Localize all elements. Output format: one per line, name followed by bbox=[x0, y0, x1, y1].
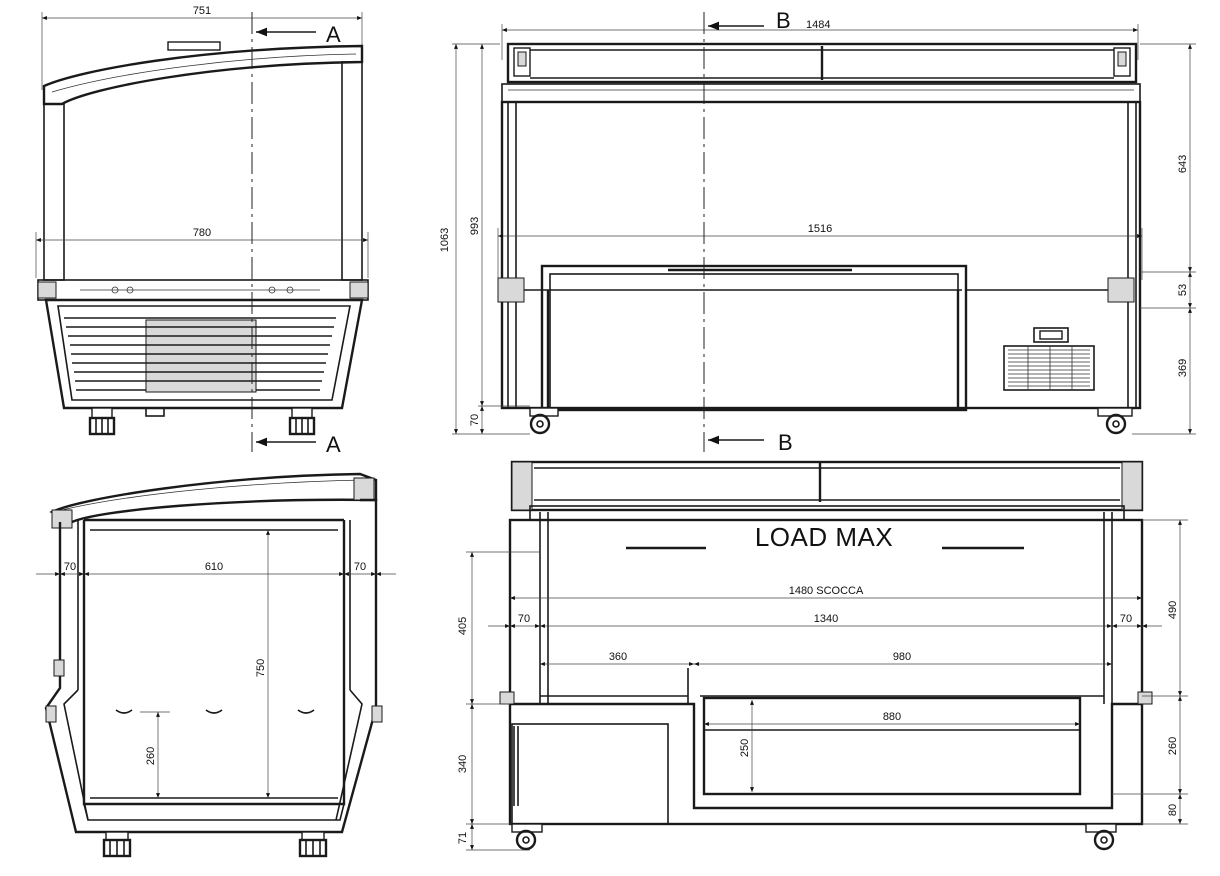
dim-80-label: 80 bbox=[1167, 804, 1179, 816]
dim-250: 250 bbox=[739, 700, 754, 792]
dim-369-label: 369 bbox=[1177, 359, 1189, 377]
section-b-lid bbox=[510, 460, 1144, 512]
dim-1516: 1516 bbox=[497, 223, 1143, 280]
front-cabinet bbox=[500, 100, 1142, 410]
section-b-body bbox=[508, 518, 1144, 826]
front-thermostat bbox=[1033, 327, 1069, 343]
section-a-caster-left bbox=[102, 831, 132, 858]
dim-980: 980 bbox=[893, 651, 911, 663]
front-caster-left bbox=[529, 407, 559, 435]
section-a-caster-right bbox=[298, 831, 328, 858]
section-a-lid bbox=[49, 472, 378, 524]
section-a-liner bbox=[82, 520, 346, 806]
dim-780-label: 780 bbox=[193, 227, 211, 239]
load-max-label: LOAD MAX bbox=[755, 522, 893, 552]
section-b-basket bbox=[702, 696, 1082, 796]
dim-750-label: 750 bbox=[255, 659, 267, 677]
dim-750: 750 bbox=[255, 530, 270, 798]
dim-250-label: 250 bbox=[739, 739, 751, 757]
dim-1340: 1340 bbox=[814, 613, 838, 625]
side-caster-right bbox=[288, 407, 316, 436]
front-section: LOAD MAX 1480 SCOCCA 70 1340 70 360 980 bbox=[457, 460, 1188, 851]
section-b-caster-left bbox=[511, 823, 543, 851]
front-bracket-left bbox=[497, 277, 525, 303]
dim-1480: 1480 SCOCCA bbox=[510, 585, 1142, 600]
side-caster-left bbox=[88, 407, 116, 436]
side-right-post bbox=[341, 61, 363, 281]
dim-1484-label: 1484 bbox=[806, 19, 830, 31]
dim-490-label: 490 bbox=[1167, 601, 1179, 619]
dim-260-b-label: 260 bbox=[1167, 737, 1179, 755]
side-base bbox=[44, 298, 364, 410]
dim-993-label: 993 bbox=[469, 217, 481, 235]
section-a-width-dims: 70 610 70 bbox=[36, 561, 396, 576]
front-vent bbox=[1003, 345, 1095, 391]
dim-340-label: 340 bbox=[457, 755, 469, 773]
dim-1484: 1484 bbox=[501, 19, 1139, 60]
dim-70-a-left: 70 bbox=[64, 561, 76, 573]
dim-1063: 1063 bbox=[439, 43, 530, 435]
front-bracket-right bbox=[1107, 277, 1135, 303]
dim-360: 360 bbox=[609, 651, 627, 663]
side-lid-handle bbox=[167, 41, 221, 51]
front-lid-frame bbox=[506, 42, 1138, 84]
section-b-right-dims: 490 260 80 bbox=[1112, 519, 1188, 825]
dim-70-b-right: 70 bbox=[1120, 613, 1132, 625]
side-left-post bbox=[43, 103, 65, 281]
dim-1516-label: 1516 bbox=[808, 223, 832, 235]
dim-70-front: 70 bbox=[469, 406, 484, 434]
section-b-top: B bbox=[776, 8, 791, 33]
dim-751: 751 bbox=[41, 5, 363, 90]
front-top-rail bbox=[501, 83, 1141, 103]
dim-1480-label: 1480 SCOCCA bbox=[789, 585, 864, 597]
dim-260-a-label: 260 bbox=[145, 747, 157, 765]
section-b-caster-right bbox=[1085, 823, 1117, 851]
side-grille bbox=[64, 317, 336, 393]
dim-70-front-label: 70 bbox=[469, 414, 481, 426]
section-b-width-dims: 70 1340 70 bbox=[488, 613, 1162, 628]
front-view: 1484 1516 bbox=[439, 8, 1196, 455]
dim-780: 780 bbox=[35, 227, 369, 278]
section-b-bottom: B bbox=[778, 430, 793, 455]
side-section: 70 610 70 750 260 bbox=[36, 472, 396, 858]
side-lid bbox=[42, 44, 364, 106]
dim-610: 610 bbox=[205, 561, 223, 573]
section-b-floor bbox=[510, 702, 1142, 810]
dim-right-stack: 643 53 369 bbox=[1132, 43, 1196, 435]
dim-70-a-right: 70 bbox=[354, 561, 366, 573]
section-b-step-dims: 360 980 bbox=[540, 651, 1112, 666]
section-a-top: A bbox=[326, 22, 341, 47]
front-caster-right bbox=[1097, 407, 1133, 435]
dim-260-a: 260 bbox=[140, 711, 170, 798]
dim-1063-label: 1063 bbox=[439, 228, 451, 252]
dim-643-label: 643 bbox=[1177, 155, 1189, 173]
dim-880: 880 bbox=[704, 711, 1080, 726]
section-b-left-dims: 405 340 71 bbox=[457, 551, 540, 851]
dim-70-b-left: 70 bbox=[518, 613, 530, 625]
dim-751-label: 751 bbox=[193, 5, 211, 17]
dim-53-label: 53 bbox=[1177, 284, 1189, 296]
dim-71-label: 71 bbox=[457, 832, 469, 844]
dim-880-label: 880 bbox=[883, 711, 901, 723]
section-b-compressor bbox=[511, 723, 669, 825]
section-a-bottom: A bbox=[326, 432, 341, 457]
front-glass-panel bbox=[540, 264, 968, 412]
side-view: 751 780 bbox=[35, 5, 369, 457]
dim-405-label: 405 bbox=[457, 617, 469, 635]
dim-993: 993 bbox=[469, 44, 530, 407]
